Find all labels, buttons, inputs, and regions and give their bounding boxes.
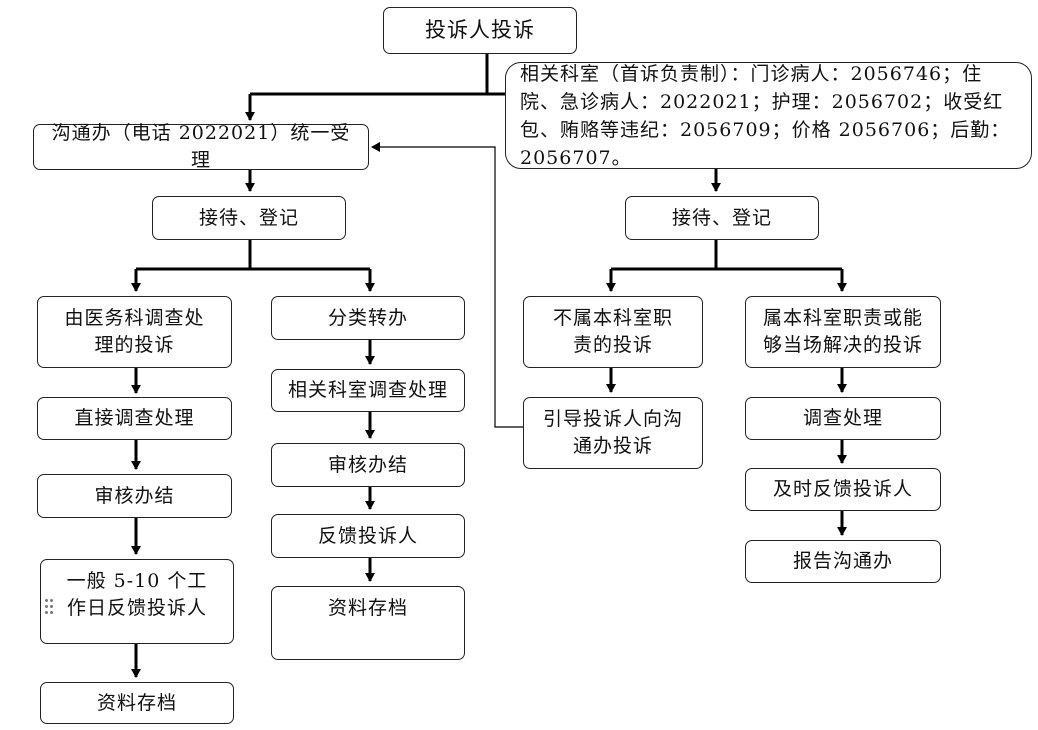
node-report-office: 报告沟通办	[745, 540, 941, 583]
node-dept-duty: 属本科室职责或能够当场解决的投诉	[745, 296, 941, 368]
node-not-dept-duty: 不属本科室职责的投诉	[523, 296, 703, 368]
node-review-close-left: 审核办结	[37, 474, 232, 518]
node-dept-investigation: 相关科室调查处理	[271, 369, 465, 412]
node-classify-transfer: 分类转办	[271, 296, 465, 340]
node-investigate: 调查处理	[745, 397, 941, 440]
node-reception-left: 接待、登记	[152, 196, 346, 240]
node-guide-to-office: 引导投诉人向沟通办投诉	[523, 397, 703, 469]
node-archive-left: 资料存档	[40, 682, 234, 724]
drag-handle-icon	[45, 599, 53, 619]
node-related-departments: 相关科室（首诉负责制）：门诊病人：2056746；住院、急诊病人：2022021…	[505, 62, 1032, 169]
node-review-close-mid: 审核办结	[271, 443, 465, 487]
node-direct-investigation: 直接调查处理	[37, 397, 232, 440]
node-feedback-days: 一般 5-10 个工作日反馈投诉人	[40, 559, 234, 644]
connector-guide-return	[371, 142, 523, 428]
node-communication-office: 沟通办（电话 2022021）统一受理	[33, 122, 369, 171]
node-reception-right: 接待、登记	[625, 196, 819, 240]
node-feedback-complainant: 反馈投诉人	[271, 514, 465, 558]
node-complainant: 投诉人投诉	[383, 7, 577, 54]
node-medical-affairs: 由医务科调查处理的投诉	[37, 296, 232, 368]
node-archive-mid: 资料存档	[271, 586, 465, 660]
node-timely-feedback: 及时反馈投诉人	[745, 468, 941, 511]
